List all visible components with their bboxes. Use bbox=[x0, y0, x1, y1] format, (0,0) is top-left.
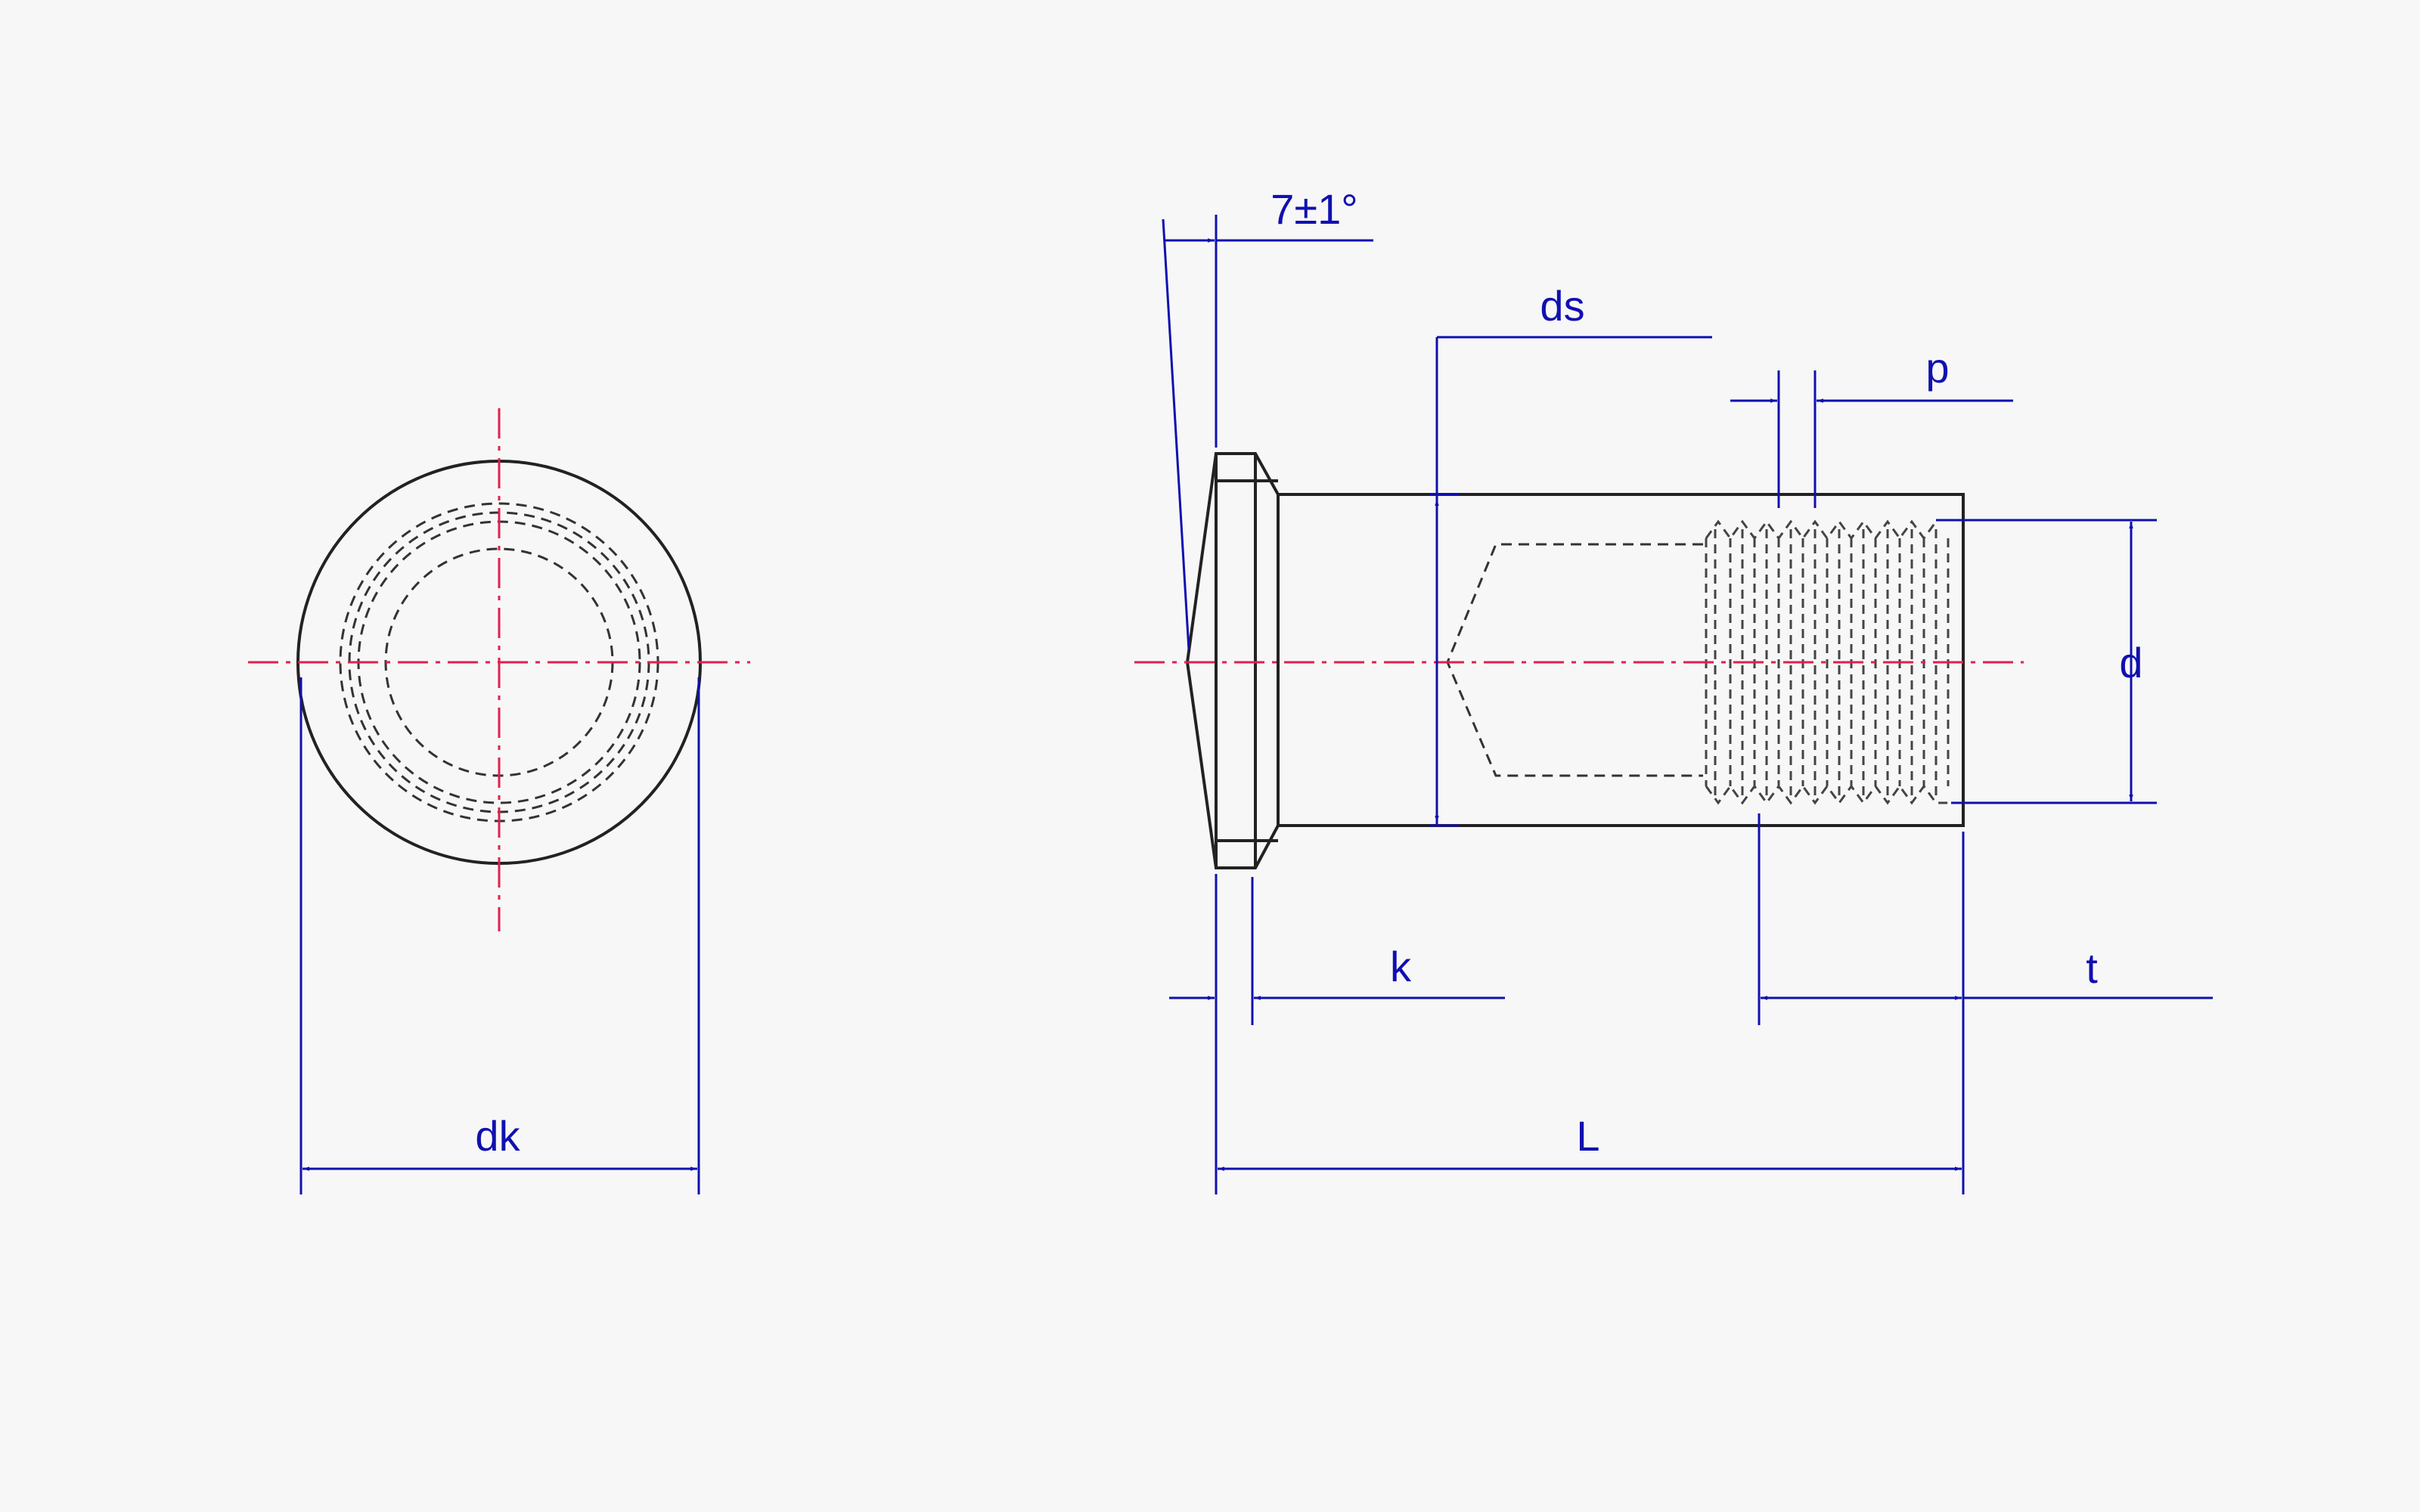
dimension-d: d bbox=[1936, 519, 2157, 804]
head-outline bbox=[1185, 452, 1280, 869]
dimension-L: L bbox=[1218, 1112, 1962, 1171]
label-t: t bbox=[2086, 944, 2098, 992]
dimension-t: t bbox=[1758, 813, 2213, 1194]
end-view: dk bbox=[248, 408, 750, 1194]
side-view: 7±1° ds p d bbox=[1134, 185, 2213, 1194]
dimension-ds: ds bbox=[1429, 282, 1712, 827]
label-p: p bbox=[1925, 344, 1949, 392]
dimension-k: k bbox=[1169, 874, 1505, 1194]
label-dk: dk bbox=[475, 1112, 520, 1160]
hole-hidden-outline bbox=[1446, 543, 1703, 777]
label-angle: 7±1° bbox=[1270, 185, 1357, 233]
label-k: k bbox=[1390, 943, 1412, 990]
label-L: L bbox=[1576, 1112, 1599, 1160]
label-ds: ds bbox=[1540, 282, 1584, 330]
dimension-p: p bbox=[1730, 344, 2013, 508]
dimension-angle: 7±1° bbox=[1162, 185, 1373, 651]
shank-outline bbox=[1277, 493, 1965, 827]
dimension-dk: dk bbox=[299, 677, 700, 1194]
label-d: d bbox=[2119, 639, 2142, 686]
